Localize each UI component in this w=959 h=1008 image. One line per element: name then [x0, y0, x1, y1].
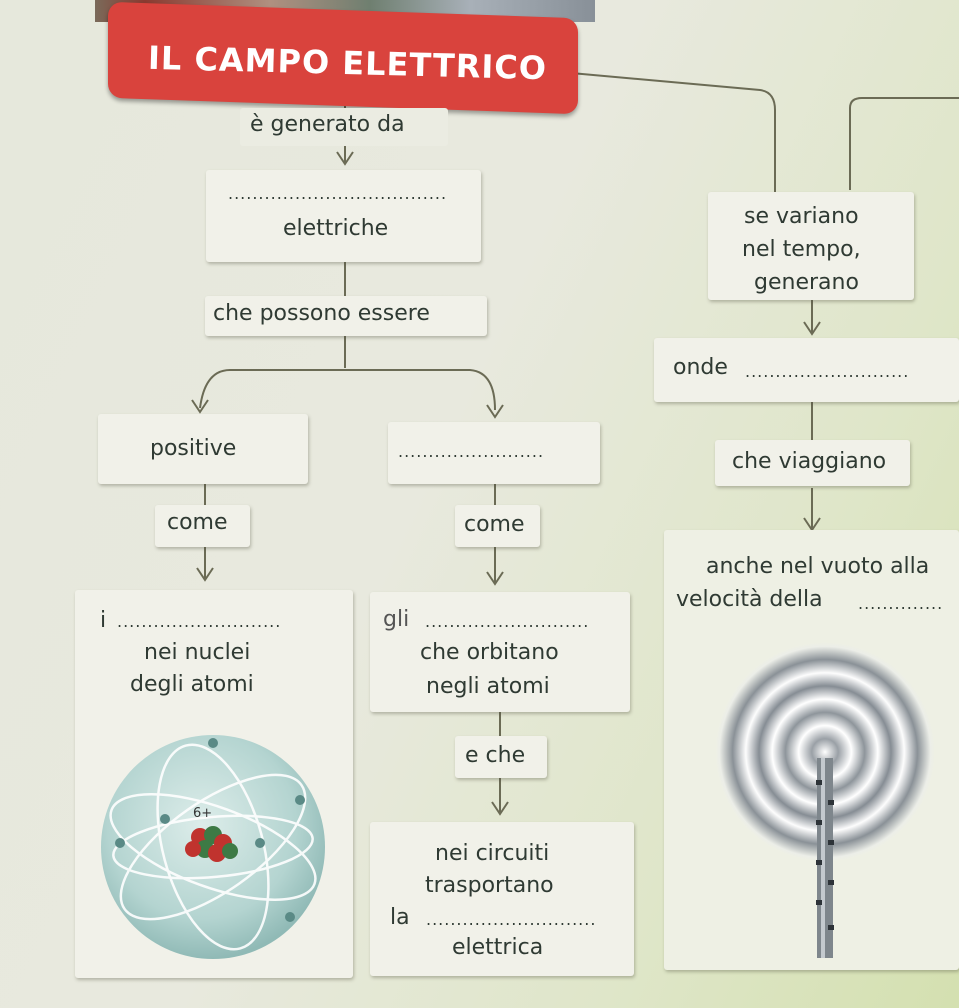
charges-label: elettriche: [283, 216, 389, 241]
atom-charge-label: 6+: [193, 806, 212, 821]
electrons-box: [370, 592, 630, 712]
circuits-box: [370, 822, 634, 976]
antenna-waves-illustration: [715, 642, 935, 958]
waves-blank[interactable]: ...........................: [745, 362, 910, 381]
charges-blank[interactable]: ....................................: [228, 184, 448, 203]
negative-box: [388, 422, 600, 484]
generated-by-label: è generato da: [250, 112, 405, 137]
electrons-line3: negli atomi: [426, 674, 550, 699]
positive-label: positive: [150, 436, 237, 461]
come-right-label: come: [464, 512, 525, 537]
vacuum-blank[interactable]: ..............: [858, 594, 944, 613]
travel-label: che viaggiano: [732, 449, 887, 474]
vacuum-line1: anche nel vuoto alla: [706, 554, 930, 579]
circuits-line1: nei circuiti: [435, 841, 550, 866]
circuits-line2: trasportano: [425, 873, 554, 898]
can-be-box: [205, 296, 487, 336]
waves-prefix: onde: [673, 355, 728, 380]
circuits-blank[interactable]: ............................: [426, 910, 597, 929]
come-right-box: [455, 505, 540, 547]
generated-by-label-bg: [240, 108, 448, 146]
circuits-line4: elettrica: [452, 935, 544, 960]
circuits-prefix: la: [390, 905, 410, 930]
if-vary-line3: generano: [754, 270, 859, 295]
nuclei-prefix: i: [100, 608, 107, 633]
positive-box: [98, 414, 308, 484]
can-be-label: che possono essere: [213, 301, 430, 326]
nuclei-line2: nei nuclei: [144, 640, 251, 665]
electrons-prefix: gli: [383, 607, 410, 632]
if-vary-line1: se variano: [744, 204, 859, 229]
waves-box: [654, 338, 959, 402]
e-che-box: [455, 736, 547, 778]
if-vary-box: [708, 192, 914, 300]
electrons-line2: che orbitano: [420, 640, 559, 665]
travel-box: [715, 440, 910, 486]
come-left-label: come: [167, 510, 228, 535]
come-left-box: [155, 505, 250, 547]
e-che-label: e che: [465, 743, 526, 768]
nuclei-line3: degli atomi: [130, 672, 254, 697]
if-vary-line2: nel tempo,: [742, 237, 861, 262]
charges-box: [206, 170, 481, 262]
vacuum-line2: velocità della: [676, 587, 823, 612]
negative-blank[interactable]: ........................: [398, 442, 545, 461]
electrons-blank[interactable]: ...........................: [425, 612, 590, 631]
nuclei-blank[interactable]: ...........................: [117, 612, 282, 631]
atom-illustration: 6+: [101, 735, 325, 959]
